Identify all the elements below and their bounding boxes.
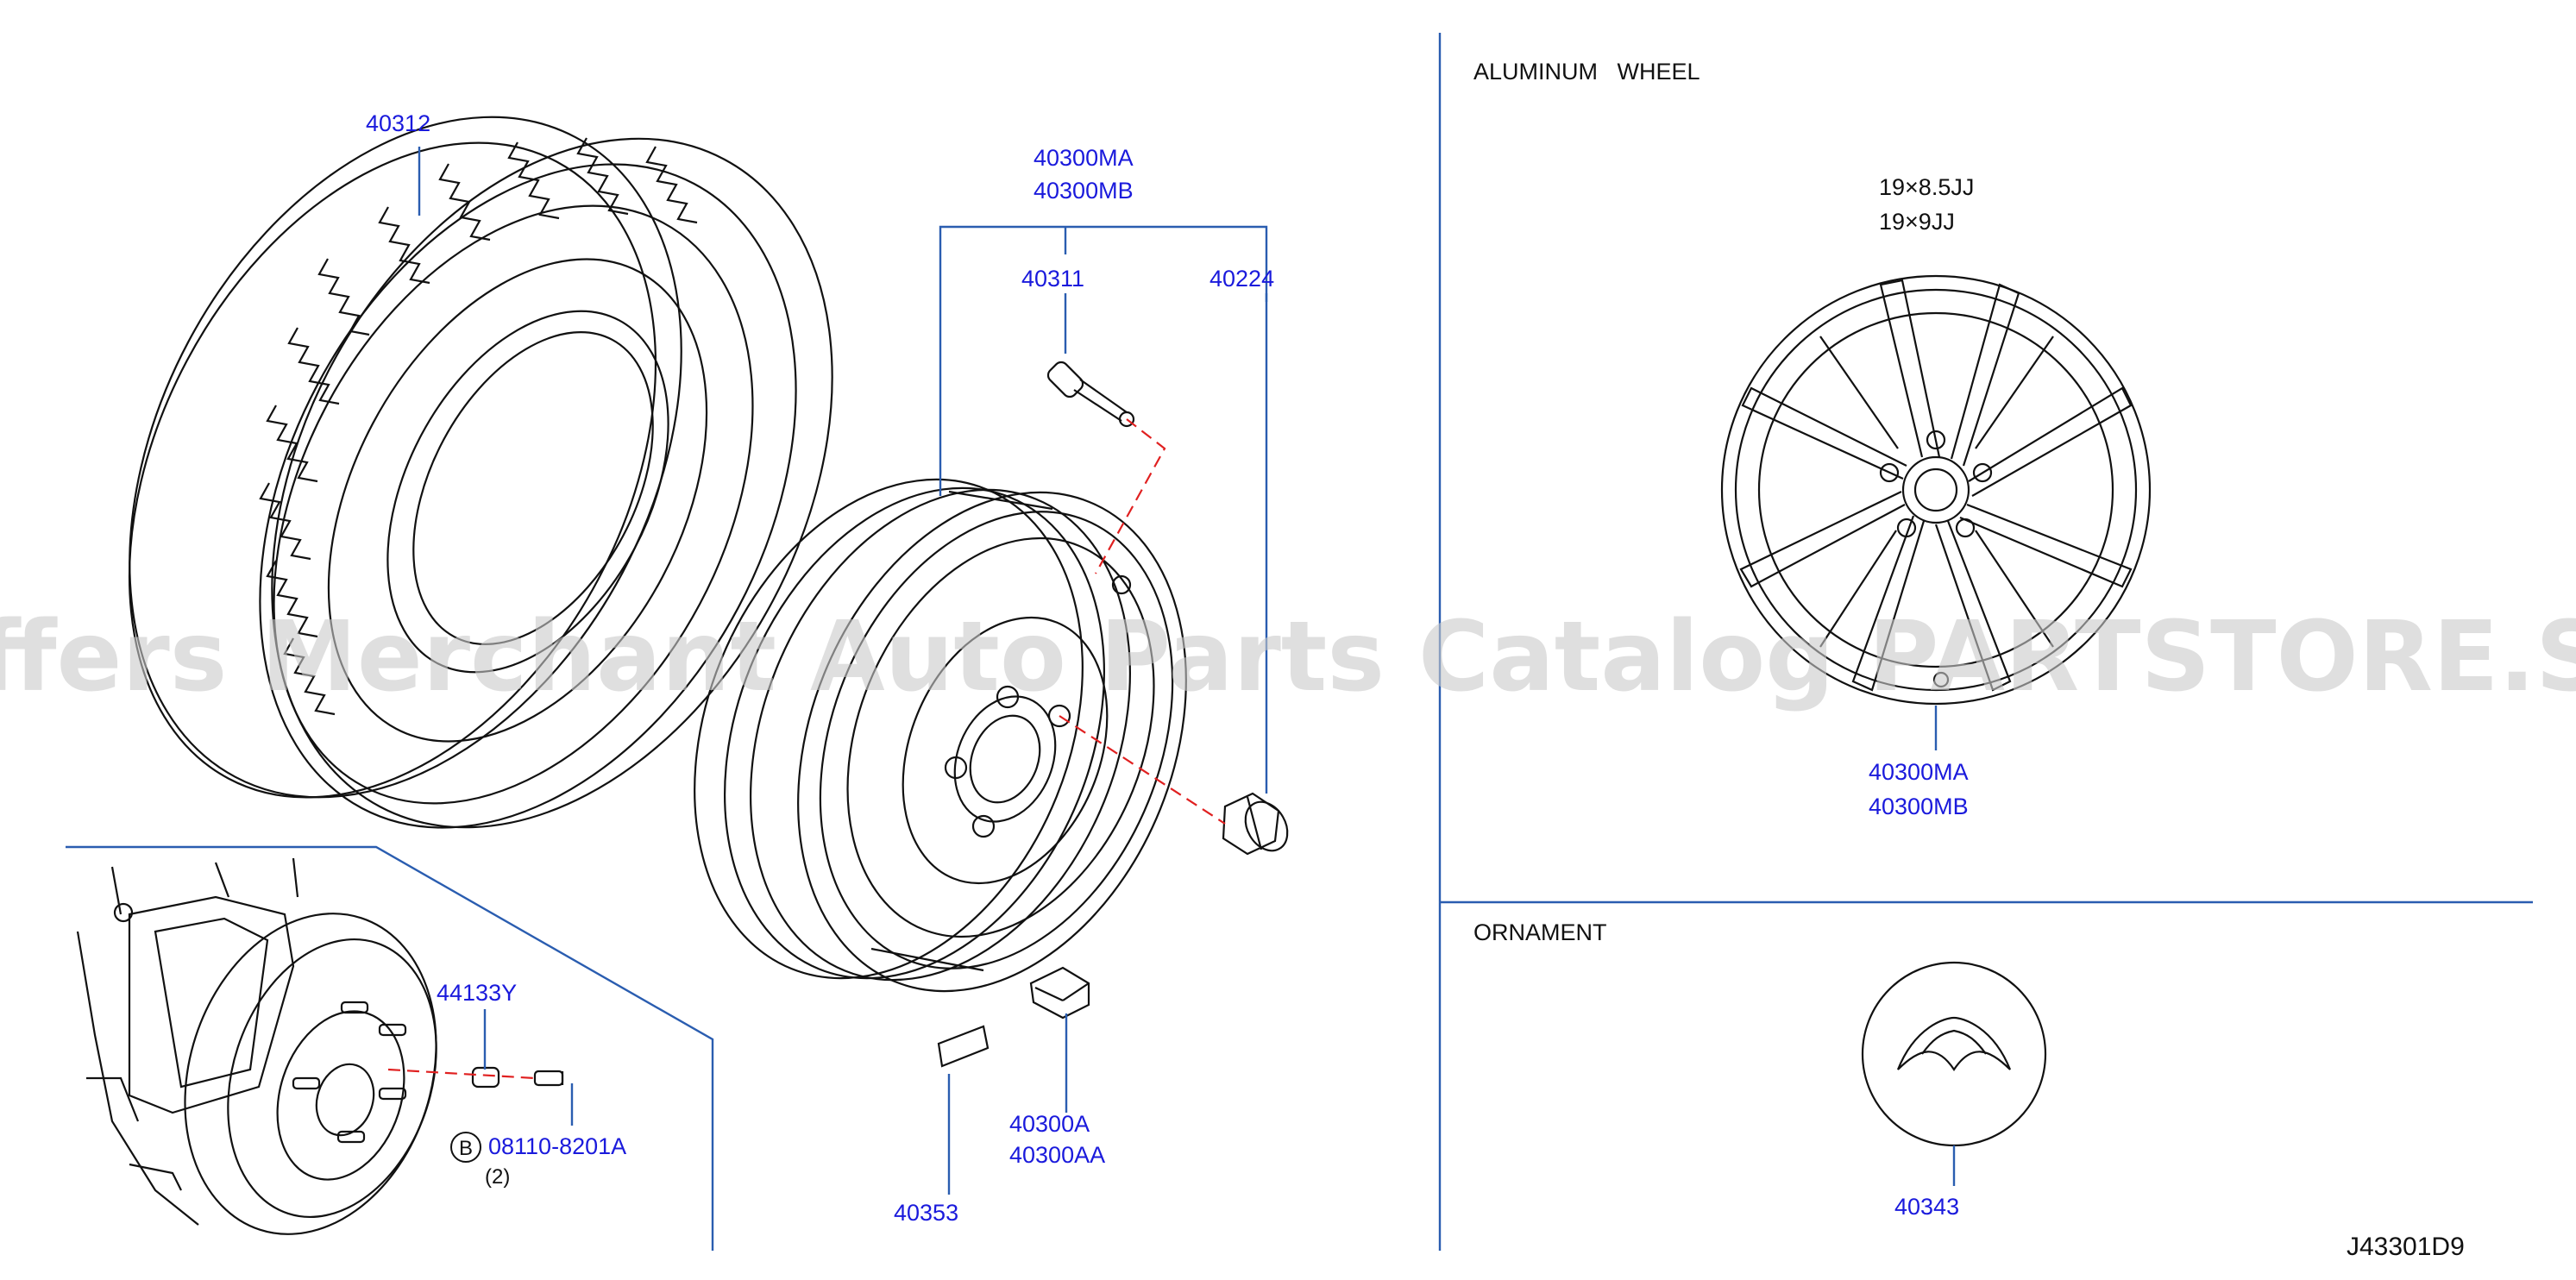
callout-alu-wheel-2[interactable]: 40300MB (1869, 794, 1969, 819)
callout-bolt[interactable]: 08110-8201A (488, 1133, 626, 1159)
callout-alu-wheel-1[interactable]: 40300MA (1869, 759, 1969, 785)
section-dividers (66, 33, 2533, 1251)
callout-balance-weight[interactable]: 40353 (894, 1200, 958, 1226)
callout-wheel-assy-1[interactable]: 40300MA (1034, 145, 1134, 171)
watermark-text: Offers Merchant Auto Parts Catalog PARTS… (0, 601, 2576, 713)
callout-spacer[interactable]: 44133Y (437, 980, 517, 1006)
callout-weight-1[interactable]: 40300A (1009, 1111, 1090, 1137)
aluminum-wheel-drawing (1720, 274, 2152, 706)
section-title-ornament: ORNAMENT (1473, 919, 1607, 945)
wheel-size-1: 19×8.5JJ (1879, 174, 1974, 200)
assembly-dashed-lines (387, 418, 1226, 1080)
callout-wheel-assy-2[interactable]: 40300MB (1034, 178, 1134, 204)
callout-ornament[interactable]: 40343 (1894, 1194, 1959, 1220)
bolt-marker-letter: B (459, 1137, 473, 1160)
wheel-size-2: 19×9JJ (1879, 209, 1955, 235)
tire-drawing (128, 116, 833, 829)
brake-hub-drawing (76, 857, 564, 1235)
bolt-quantity: (2) (485, 1165, 510, 1189)
valve-stem-drawing (1046, 361, 1135, 428)
steel-wheel-drawing (694, 478, 1187, 993)
leader-lines (418, 147, 1956, 1195)
balance-weight-drawing (937, 966, 1090, 1068)
lug-nut-drawing (1222, 792, 1289, 856)
callout-tire[interactable]: 40312 (366, 110, 430, 136)
section-title-aluminum-wheel: ALUMINUM WHEEL (1473, 59, 1700, 85)
ornament-drawing (1861, 961, 2047, 1147)
callout-nut[interactable]: 40224 (1209, 266, 1274, 292)
drawing-id: J43301D9 (2347, 1233, 2465, 1261)
callout-valve[interactable]: 40311 (1021, 266, 1084, 292)
callout-weight-2[interactable]: 40300AA (1009, 1142, 1105, 1168)
bolt-marker: B (450, 1132, 481, 1163)
